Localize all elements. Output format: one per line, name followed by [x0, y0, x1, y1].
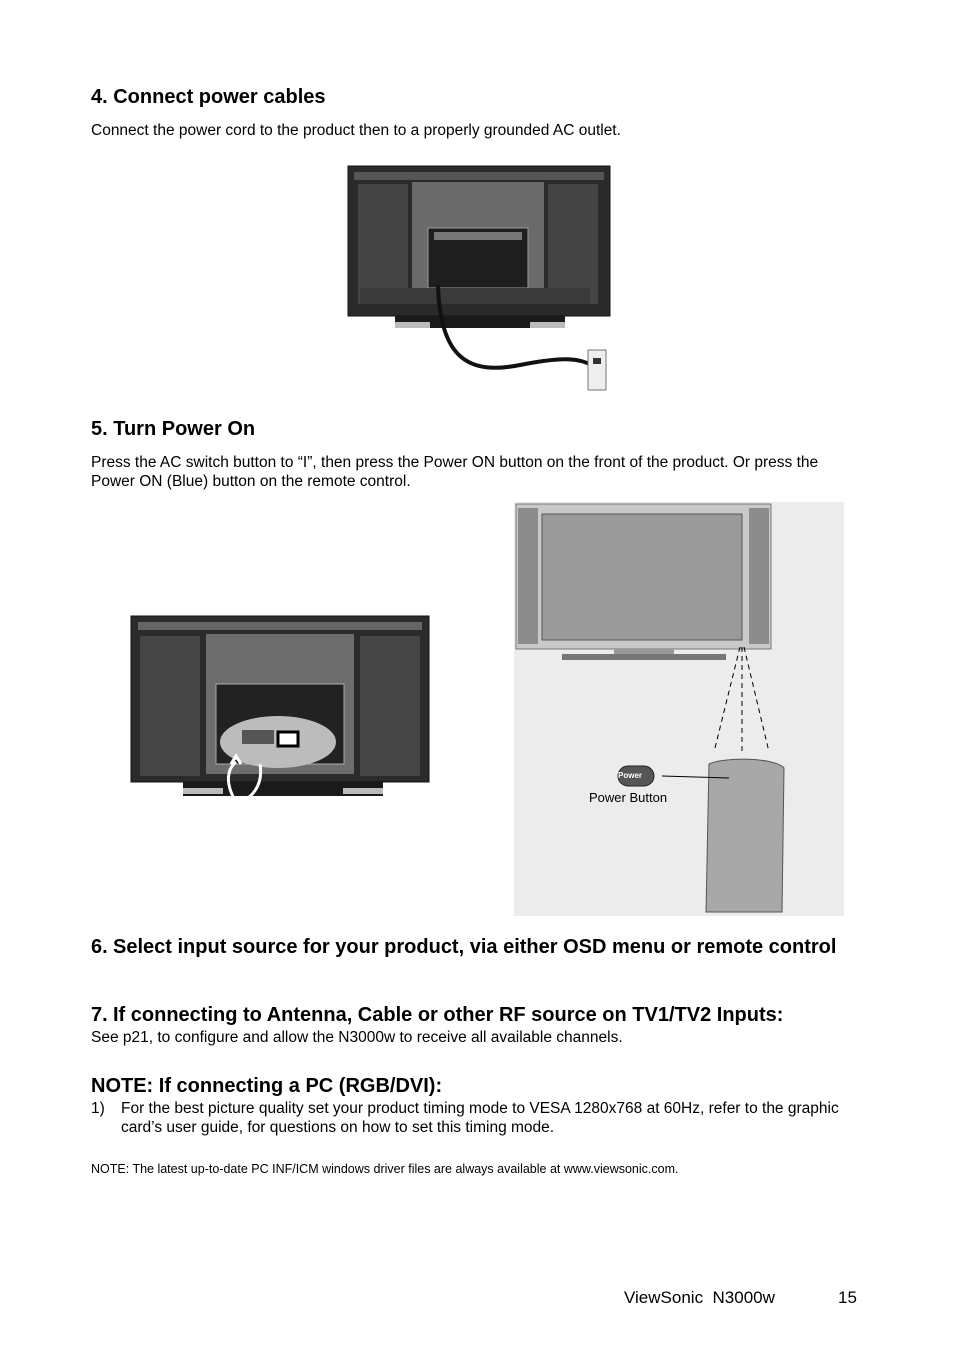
page-number: 15	[838, 1288, 857, 1307]
note-item-text: For the best picture quality set your pr…	[121, 1100, 839, 1136]
section-4-text: Connect the power cord to the product th…	[91, 122, 621, 139]
power-key-label: Power	[618, 771, 643, 780]
section-7-text: See p21, to configure and allow the N300…	[91, 1029, 623, 1046]
footer-brand: ViewSonic	[624, 1288, 704, 1307]
tv-back-power-cord-illustration	[347, 165, 611, 391]
section-7-heading: 7. If connecting to Antenna, Cable or ot…	[91, 1003, 891, 1027]
section-6-number: 6.	[91, 936, 108, 958]
section-6-title: Select input source for your product, vi…	[113, 936, 837, 958]
tv-front-remote-illustration	[514, 502, 844, 916]
power-button-callout: Power Button	[589, 790, 668, 805]
section-6-heading: 6. Select input source for your product,…	[91, 935, 881, 959]
section-7-number: 7.	[91, 1004, 108, 1026]
note-item-number: 1)	[91, 1100, 105, 1117]
section-5-text: Press the AC switch button to “I”, then …	[91, 454, 819, 490]
note-list-item: 1) For the best picture quality set your…	[91, 1099, 861, 1137]
tv-back-ac-switch-illustration	[130, 615, 430, 804]
page-footer: ViewSonic N3000w	[624, 1288, 775, 1308]
section-4-heading: 4. Connect power cables	[91, 86, 326, 108]
note-heading: NOTE: If connecting a PC (RGB/DVI):	[91, 1075, 443, 1097]
section-5-heading: 5. Turn Power On	[91, 418, 256, 440]
note-footnote: NOTE: The latest up-to-date PC INF/ICM w…	[91, 1162, 679, 1176]
footer-model: N3000w	[712, 1288, 775, 1307]
section-7-title: If connecting to Antenna, Cable or other…	[113, 1004, 784, 1026]
